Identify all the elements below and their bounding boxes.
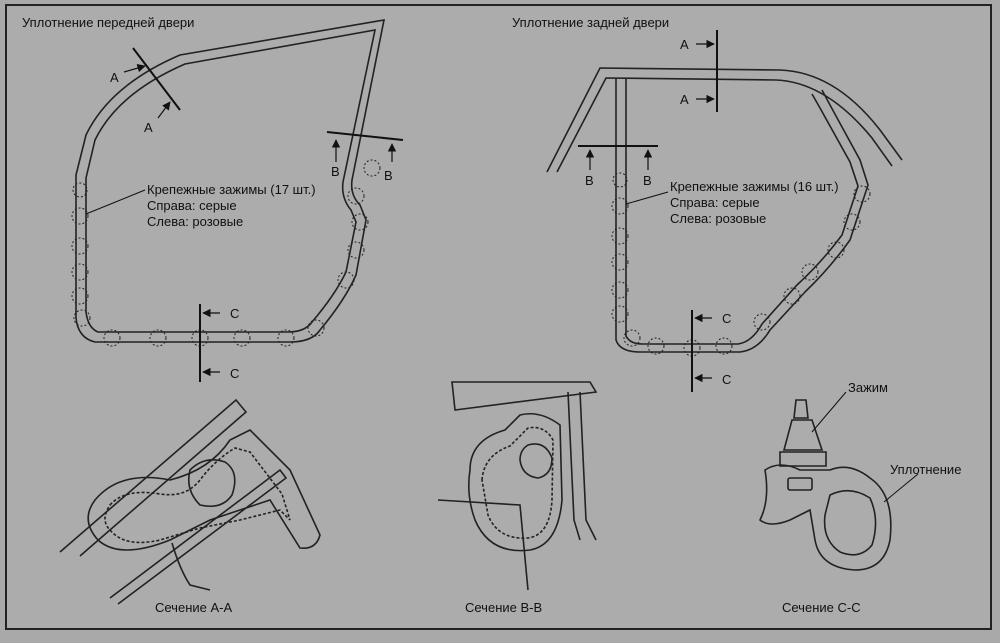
rear-marker-c1: C	[722, 311, 732, 326]
section-aa-drawing	[59, 398, 321, 605]
front-clips-count: Крепежные зажимы (17 шт.)	[147, 182, 316, 197]
section-cc-drawing	[758, 399, 892, 571]
rear-clips-left: Слева: розовые	[670, 211, 767, 226]
front-clips-left: Слева: розовые	[147, 214, 244, 229]
front-marker-b2: B	[384, 168, 393, 183]
front-door-seal	[75, 19, 386, 343]
rear-section-marks	[578, 30, 718, 392]
rear-marker-b1: B	[585, 173, 594, 188]
rear-door-title: Уплотнение задней двери	[512, 15, 670, 30]
clip-leader	[811, 391, 847, 433]
figure-frame	[5, 4, 992, 630]
front-marker-a2: A	[144, 120, 153, 135]
section-bb-drawing	[437, 381, 598, 591]
rear-clips-count: Крепежные зажимы (16 шт.)	[670, 179, 839, 194]
rear-clips-leader	[625, 191, 669, 205]
section-aa-caption: Сечение A-A	[155, 600, 233, 615]
rear-marker-b2: B	[643, 173, 652, 188]
front-marker-c1: C	[230, 306, 240, 321]
front-clips-right: Справа: серые	[147, 198, 237, 213]
front-marker-c2: C	[230, 366, 240, 381]
front-section-arrows	[123, 64, 397, 377]
rear-clips-right: Справа: серые	[670, 195, 760, 210]
rear-door-clips	[611, 172, 871, 357]
section-bb-caption: Сечение B-B	[465, 600, 543, 615]
clip-label: Зажим	[848, 380, 888, 395]
front-section-marks	[132, 47, 404, 382]
front-door-title: Уплотнение передней двери	[22, 15, 195, 30]
front-clips-leader	[85, 189, 146, 215]
front-marker-a1: A	[110, 70, 119, 85]
rear-marker-a1: A	[680, 37, 689, 52]
front-marker-b1: B	[331, 164, 340, 179]
seal-label: Уплотнение	[890, 462, 962, 477]
rear-marker-a2: A	[680, 92, 689, 107]
rear-marker-c2: C	[722, 372, 732, 387]
rear-section-arrows	[585, 39, 715, 383]
seal-leader	[883, 473, 919, 503]
section-cc-caption: Сечение C-C	[782, 600, 861, 615]
